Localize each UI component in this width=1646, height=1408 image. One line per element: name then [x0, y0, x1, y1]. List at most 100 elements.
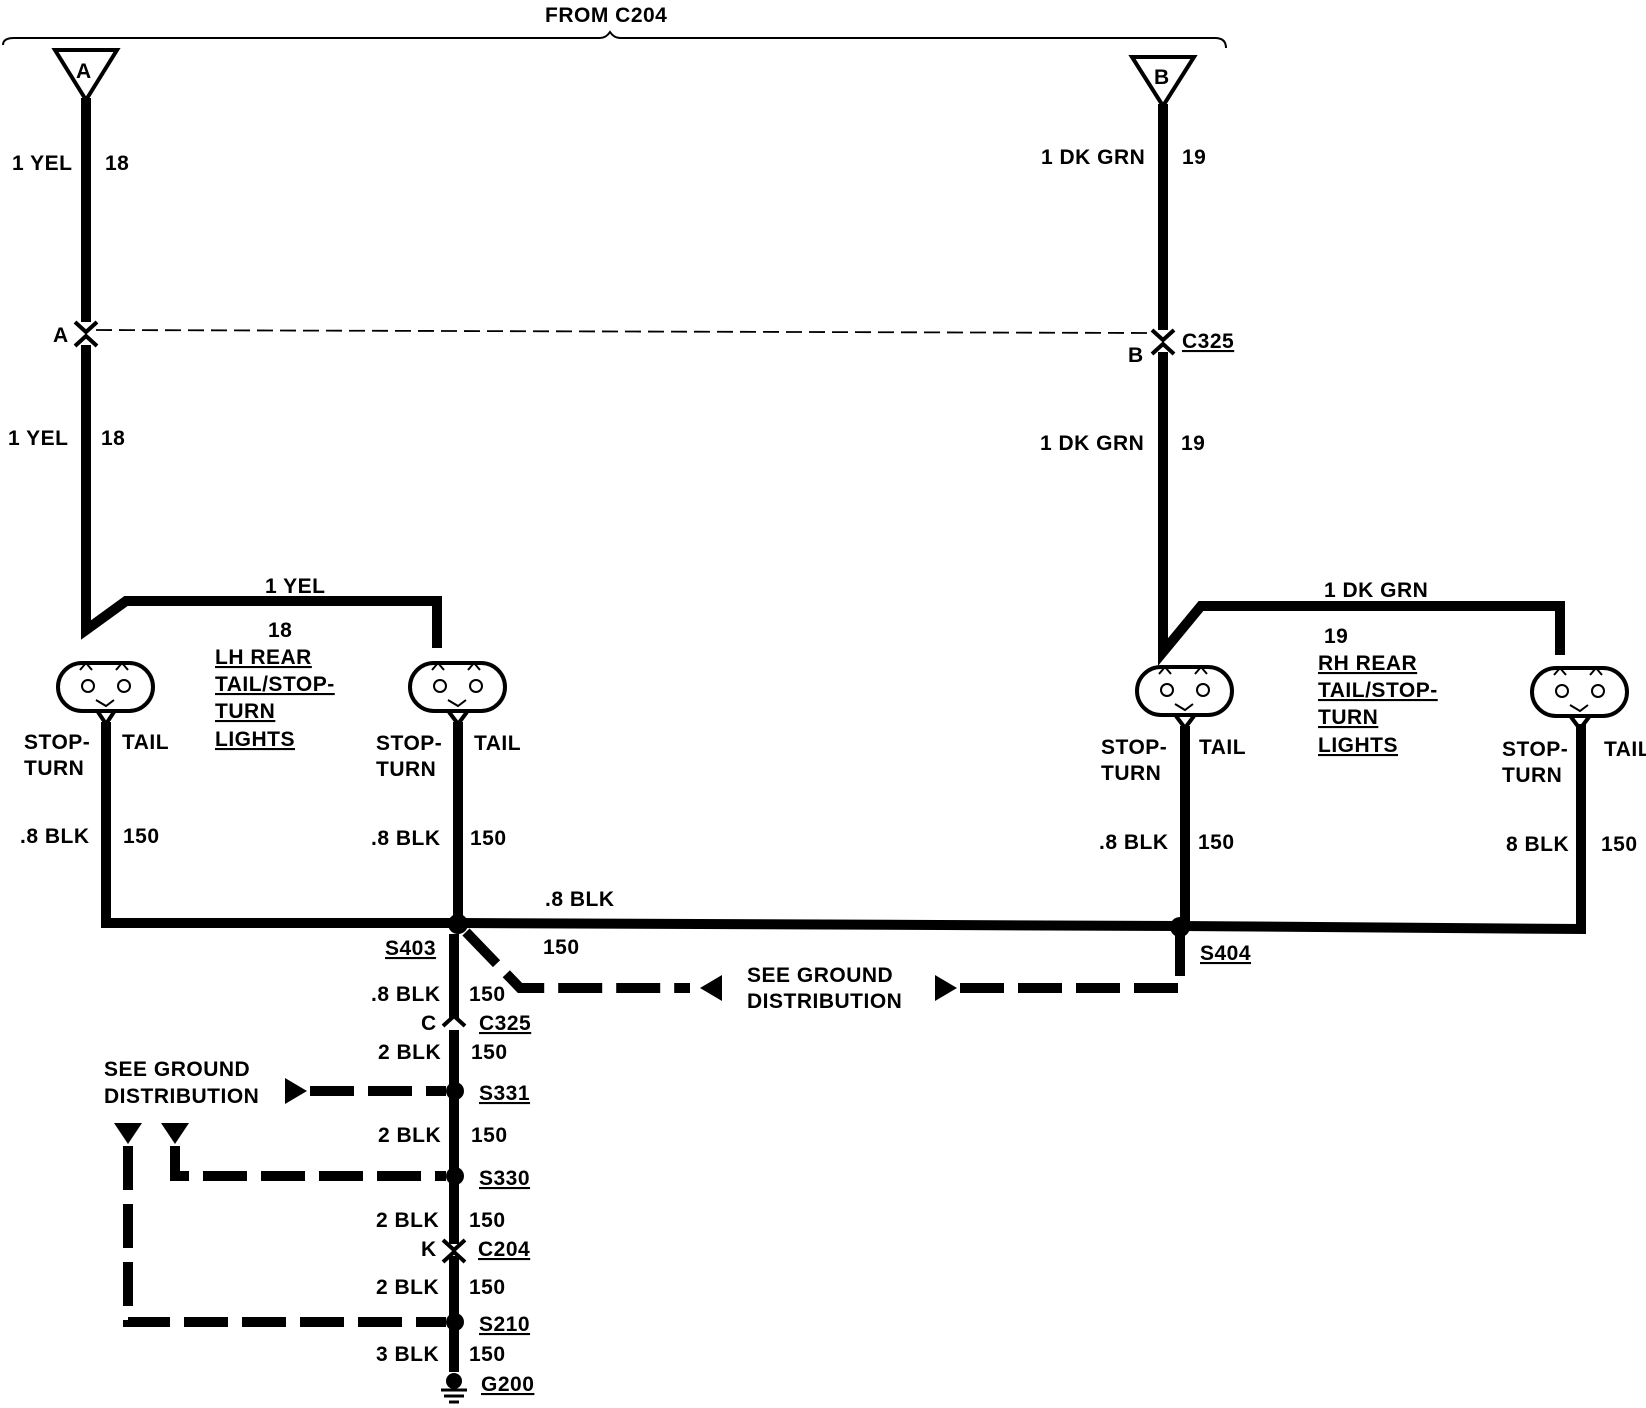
terminal-b-label: B	[1154, 66, 1170, 89]
lh1-ground-wire-label: .8 BLK	[20, 825, 90, 848]
trunk-circuit-5: 150	[469, 1276, 506, 1299]
lh2-stop-label: STOP-	[376, 732, 442, 755]
rh2-ground-circuit: 150	[1601, 833, 1638, 856]
rh-green-feed-wire	[1158, 104, 1565, 666]
lh-wire-label-2: 1 YEL	[8, 427, 68, 450]
rh-wire-label-2: 1 DK GRN	[1040, 432, 1144, 455]
c325-label-bottom: C325	[479, 1012, 531, 1035]
input-terminal-a: A	[51, 48, 121, 104]
rh1-ground-circuit: 150	[1198, 831, 1235, 854]
lh-wire-label-3: 1 YEL	[265, 575, 325, 598]
rh2-tail-label: TAIL	[1604, 738, 1646, 761]
rh-lamp-outer	[1530, 666, 1629, 733]
trunk-circuit-3: 150	[471, 1124, 508, 1147]
c325-connector: A B C325	[53, 320, 1234, 367]
lh-circuit-label-1: 18	[105, 152, 129, 175]
rh-wire-label-1: 1 DK GRN	[1041, 146, 1145, 169]
rh1-stop-label: STOP-	[1101, 736, 1167, 759]
c325-pin-c-connector: C C325	[421, 1012, 531, 1035]
trunk-label-5: 2 BLK	[376, 1276, 439, 1299]
trunk-label-6: 3 BLK	[376, 1343, 439, 1366]
terminal-a-label: A	[76, 60, 92, 83]
see-ground-center-1: SEE GROUND	[747, 964, 893, 987]
lamp-ground-wires	[101, 722, 1586, 935]
rh1-turn-label: TURN	[1101, 762, 1161, 785]
rh-title-line-4: LIGHTS	[1318, 734, 1398, 757]
s210-label: S210	[479, 1313, 530, 1336]
c204-connector: K C204	[421, 1238, 530, 1264]
splice-s330: S330	[446, 1167, 530, 1190]
lh-yellow-feed-wire	[81, 98, 442, 648]
splice-s404: S404	[1170, 917, 1251, 965]
bus-wire-label: .8 BLK	[545, 888, 615, 911]
trunk-label-2: 2 BLK	[378, 1041, 441, 1064]
trunk-label-1: .8 BLK	[371, 983, 441, 1006]
rh2-ground-wire-label: 8 BLK	[1506, 833, 1569, 856]
ground-distribution-dash-center	[462, 928, 1185, 1001]
lh-circuit-label-2: 18	[101, 427, 125, 450]
rh-title-line-3: TURN	[1318, 706, 1378, 729]
s210-dashed-return	[114, 1123, 446, 1327]
ground-distribution-dash-left	[285, 1078, 446, 1104]
c325-pin-c: C	[421, 1012, 437, 1035]
lh1-tail-label: TAIL	[122, 731, 169, 754]
lh1-stop-label: STOP-	[24, 731, 90, 754]
lh2-ground-circuit: 150	[470, 827, 507, 850]
lh-lamp-title: LH REAR TAIL/STOP- TURN LIGHTS	[215, 646, 335, 751]
s330-dashed-return	[161, 1123, 446, 1181]
lh2-ground-wire-label: .8 BLK	[371, 827, 441, 850]
from-c204-bracket: FROM C204	[2, 4, 1227, 49]
ground-g200: G200	[441, 1373, 534, 1404]
g200-label: G200	[481, 1373, 534, 1396]
input-terminal-b: B	[1128, 55, 1198, 110]
splice-s210: S210	[446, 1313, 530, 1336]
trunk-circuit-1: 150	[469, 983, 506, 1006]
from-c204-label: FROM C204	[545, 4, 667, 27]
see-ground-left-1: SEE GROUND	[104, 1058, 250, 1081]
bus-circuit-label: 150	[543, 936, 580, 959]
rh-circuit-label-1: 19	[1182, 146, 1206, 169]
rh-circuit-label-3: 19	[1324, 625, 1348, 648]
trunk-label-3: 2 BLK	[378, 1124, 441, 1147]
trunk-circuit-6: 150	[469, 1343, 506, 1366]
trunk-circuit-4: 150	[469, 1209, 506, 1232]
rh2-stop-label: STOP-	[1502, 738, 1568, 761]
lh2-turn-label: TURN	[376, 758, 436, 781]
c325-pin-b: B	[1128, 344, 1144, 367]
see-ground-left-2: DISTRIBUTION	[104, 1085, 259, 1108]
splice-s403: S403	[385, 914, 468, 960]
lh-lamp-outer	[56, 661, 155, 728]
lh-title-line-2: TAIL/STOP-	[215, 673, 335, 696]
c204-label: C204	[478, 1238, 530, 1261]
rh-title-line-1: RH REAR	[1318, 652, 1417, 675]
splice-s331: S331	[446, 1082, 530, 1105]
c204-pin: K	[421, 1238, 437, 1261]
rh-lamp-inner	[1135, 665, 1234, 732]
s403-label: S403	[385, 937, 436, 960]
rh-lamp-title: RH REAR TAIL/STOP- TURN LIGHTS	[1318, 652, 1438, 757]
rh-title-line-2: TAIL/STOP-	[1318, 679, 1438, 702]
lh-wire-label-1: 1 YEL	[12, 152, 72, 175]
lh-title-line-4: LIGHTS	[215, 728, 295, 751]
rh-circuit-label-2: 19	[1181, 432, 1205, 455]
rh1-ground-wire-label: .8 BLK	[1099, 831, 1169, 854]
lh-title-line-1: LH REAR	[215, 646, 312, 669]
see-ground-center-2: DISTRIBUTION	[747, 990, 902, 1013]
rh2-turn-label: TURN	[1502, 764, 1562, 787]
s331-label: S331	[479, 1082, 530, 1105]
lh-lamp-inner	[408, 661, 507, 728]
rh-wire-label-3: 1 DK GRN	[1324, 579, 1428, 602]
rh1-tail-label: TAIL	[1199, 736, 1246, 759]
lh1-turn-label: TURN	[24, 757, 84, 780]
c325-pin-a: A	[53, 324, 69, 347]
lh1-ground-circuit: 150	[123, 825, 160, 848]
s404-label: S404	[1200, 942, 1251, 965]
lh-title-line-3: TURN	[215, 700, 275, 723]
c325-label-top: C325	[1182, 330, 1234, 353]
lh2-tail-label: TAIL	[474, 732, 521, 755]
lh-circuit-label-3: 18	[268, 619, 292, 642]
trunk-circuit-2: 150	[471, 1041, 508, 1064]
trunk-label-4: 2 BLK	[376, 1209, 439, 1232]
s330-label: S330	[479, 1167, 530, 1190]
